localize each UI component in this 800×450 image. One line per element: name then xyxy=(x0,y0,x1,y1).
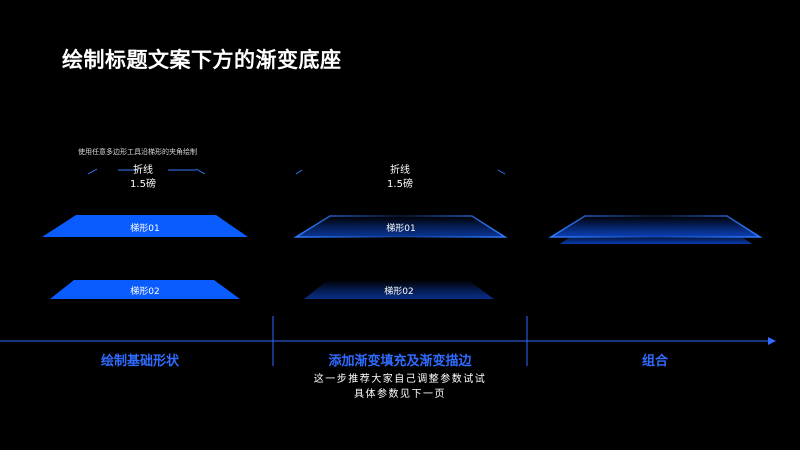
polyline-label-left: 折线 1.5磅 xyxy=(118,164,168,192)
instruction-note: 使用任意多边形工具沿梯形的夹角绘制 xyxy=(78,148,197,156)
polyline-guide-left xyxy=(87,168,206,175)
polyline-name: 折线 xyxy=(390,165,410,176)
combined-base-bottom xyxy=(560,237,752,244)
trapezoid-02-solid xyxy=(50,280,240,299)
label-trapezoid-01-gradient: 梯形01 xyxy=(386,224,416,234)
label-trapezoid-01-solid: 梯形01 xyxy=(130,224,160,234)
polyline-weight: 1.5磅 xyxy=(130,179,156,190)
step-label-draw-shape: 绘制基础形状 xyxy=(100,354,179,369)
step-label-gradient: 添加渐变填充及渐变描边 xyxy=(328,354,472,369)
combined-base-top xyxy=(548,215,763,238)
polyline-name: 折线 xyxy=(133,165,153,176)
trapezoid-01-gradient xyxy=(293,215,508,238)
step-label-combine: 组合 xyxy=(641,354,668,369)
label-trapezoid-02-solid: 梯形02 xyxy=(130,287,160,297)
polyline-label-middle: 折线 1.5磅 xyxy=(375,164,425,192)
polyline-weight: 1.5磅 xyxy=(387,179,413,190)
timeline-arrow-head xyxy=(768,337,776,345)
trapezoid-02-gradient xyxy=(304,280,494,299)
step-description-line2: 具体参数见下一页 xyxy=(354,389,446,400)
label-trapezoid-02-gradient: 梯形02 xyxy=(384,287,414,297)
step-description: 这一步推荐大家自己调整参数试试 具体参数见下一页 xyxy=(290,372,510,402)
polyline-guide-middle xyxy=(295,169,506,175)
step-description-line1: 这一步推荐大家自己调整参数试试 xyxy=(313,374,487,385)
page-title: 绘制标题文案下方的渐变底座 xyxy=(62,48,342,72)
trapezoid-01-solid xyxy=(42,215,248,237)
